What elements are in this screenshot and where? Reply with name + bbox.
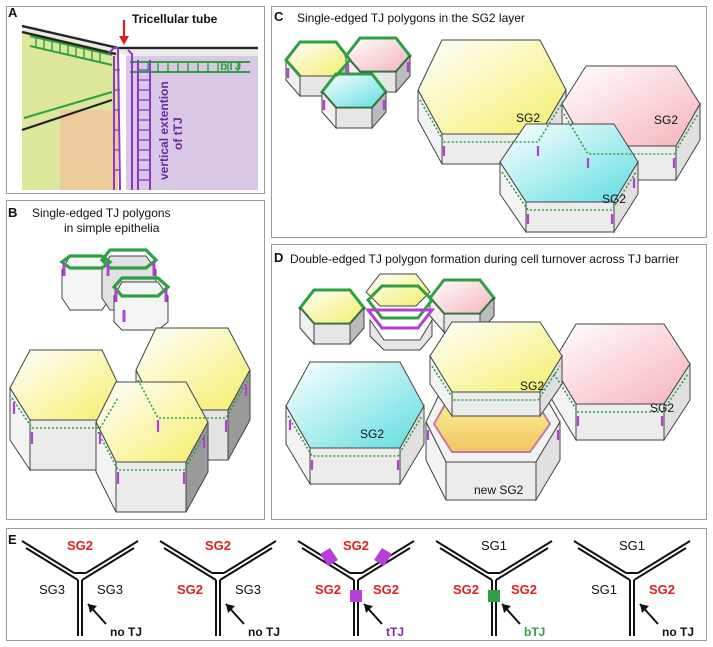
btj-marker bbox=[488, 590, 500, 602]
arrow-head-icon bbox=[364, 604, 373, 613]
panel-a-ttj-tube bbox=[107, 47, 151, 191]
arrow-head-icon bbox=[502, 604, 511, 613]
ttj-marker bbox=[350, 590, 362, 602]
panel-a-middle-cell bbox=[60, 110, 118, 190]
junction-right-label: SG2 bbox=[511, 582, 537, 597]
junction-diagram: tTJ bbox=[297, 540, 415, 639]
junction-arm-left-outer bbox=[573, 540, 627, 574]
junction-top-label: SG2 bbox=[343, 538, 369, 553]
junction-arm-right-outer bbox=[223, 540, 277, 574]
junction-top-label: SG1 bbox=[481, 538, 507, 553]
junction-arm-right-inner bbox=[633, 547, 687, 581]
junction-note: no TJ bbox=[662, 625, 694, 639]
junction-note: tTJ bbox=[386, 625, 404, 639]
junction-left-label: SG2 bbox=[453, 582, 479, 597]
panel-d-cell-cyan bbox=[285, 361, 425, 486]
panel-c-letter: C bbox=[274, 9, 284, 24]
panel-e bbox=[6, 528, 707, 641]
ttj-marker bbox=[374, 548, 392, 566]
junction-arm-left-outer bbox=[21, 540, 75, 574]
panel-c-cell-cyan bbox=[499, 123, 639, 234]
junction-top-label: SG2 bbox=[205, 538, 231, 553]
junction-left-label: SG2 bbox=[315, 582, 341, 597]
junction-diagram: no TJ bbox=[573, 540, 694, 639]
panel-d-new-cell-label: new SG2 bbox=[474, 483, 524, 497]
junction-top-label: SG1 bbox=[619, 538, 645, 553]
junction-note: bTJ bbox=[524, 625, 545, 639]
panel-c-small-cells bbox=[285, 36, 412, 130]
junction-arm-left-inner bbox=[439, 547, 493, 581]
junction-diagram: bTJ bbox=[435, 540, 553, 639]
junction-arm-left-inner bbox=[25, 547, 79, 581]
panel-d-cell-label-3: SG2 bbox=[650, 401, 674, 415]
panel-c-cell-label-2: SG2 bbox=[654, 113, 678, 127]
junction-arm-right-inner bbox=[81, 547, 135, 581]
panel-e-letter: E bbox=[8, 532, 17, 547]
panel-d-title: Double-edged TJ polygon formation during… bbox=[290, 252, 680, 266]
panel-d-small-cells bbox=[298, 273, 496, 351]
panel-d-cell-pink bbox=[551, 323, 691, 442]
panel-d-cell-label-2: SG2 bbox=[520, 379, 544, 393]
junction-arm-left-inner bbox=[163, 547, 217, 581]
panel-c-title: Single-edged TJ polygons in the SG2 laye… bbox=[297, 11, 525, 25]
panel-a-btj-label: bTJ bbox=[220, 59, 241, 73]
junction-arm-right-outer bbox=[637, 540, 691, 574]
junction-note: no TJ bbox=[248, 625, 280, 639]
junction-right-label: SG3 bbox=[97, 582, 123, 597]
junction-left-label: SG3 bbox=[39, 582, 65, 597]
panel-a-vertical-label-1: vertical extention bbox=[157, 81, 171, 180]
arrow-head-icon bbox=[226, 604, 235, 613]
junction-arm-left-inner bbox=[577, 547, 631, 581]
panel-a-tube-label: Tricellular tube bbox=[132, 12, 218, 26]
junction-arm-left-outer bbox=[435, 540, 489, 574]
panel-c-cell-label-3: SG2 bbox=[602, 192, 626, 206]
junction-right-label: SG2 bbox=[649, 582, 675, 597]
junction-left-label: SG1 bbox=[591, 582, 617, 597]
panel-a-vertical-label-2: of tTJ bbox=[171, 117, 185, 150]
panel-b-big-cell-3 bbox=[95, 381, 209, 513]
junction-diagram: no TJ bbox=[21, 540, 142, 639]
panel-c-cell-label-1: SG2 bbox=[516, 111, 540, 125]
panel-d-letter: D bbox=[274, 250, 284, 265]
panel-b-title-2: in simple epithelia bbox=[64, 221, 160, 235]
junction-arm-right-outer bbox=[499, 540, 553, 574]
junction-left-label: SG2 bbox=[177, 582, 203, 597]
junction-arm-right-inner bbox=[219, 547, 273, 581]
junction-diagram: no TJ bbox=[159, 540, 280, 639]
panel-a-right-cell bbox=[126, 56, 258, 190]
junction-arm-left-outer bbox=[159, 540, 213, 574]
panel-b-letter: B bbox=[8, 205, 18, 220]
panel-d-cell-label-1: SG2 bbox=[360, 427, 384, 441]
junction-top-label: SG2 bbox=[67, 538, 93, 553]
junction-arm-right-outer bbox=[85, 540, 139, 574]
junction-right-label: SG3 bbox=[235, 582, 261, 597]
junction-arm-right-inner bbox=[495, 547, 549, 581]
junction-right-label: SG2 bbox=[373, 582, 399, 597]
panel-a-letter: A bbox=[8, 5, 18, 20]
arrow-head-icon bbox=[640, 604, 649, 613]
junction-note: no TJ bbox=[110, 625, 142, 639]
panel-b-title-1: Single-edged TJ polygons bbox=[32, 206, 171, 220]
panel-d-cell-yellow bbox=[429, 321, 563, 418]
arrow-head-icon bbox=[88, 604, 97, 613]
ttj-marker bbox=[320, 548, 338, 566]
